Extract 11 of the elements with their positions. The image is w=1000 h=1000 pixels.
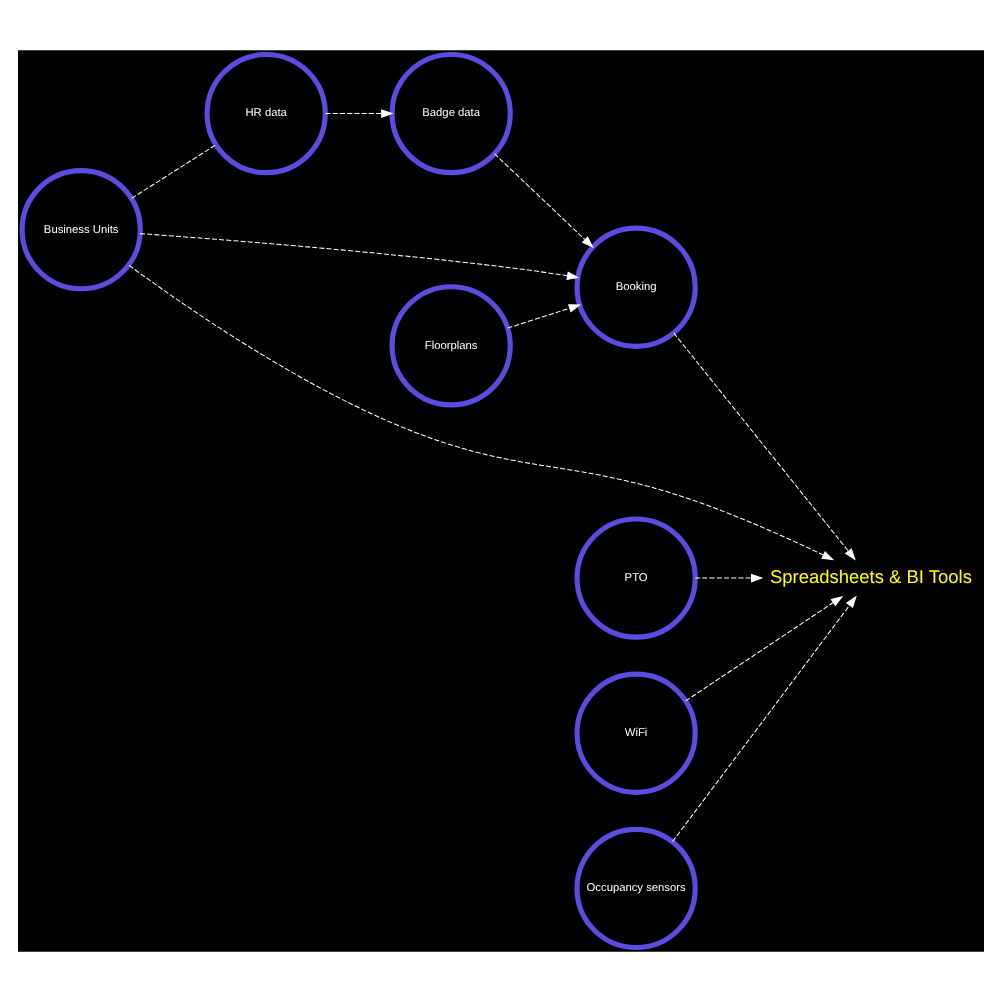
arrow xyxy=(324,108,393,117)
arrow xyxy=(693,572,763,582)
arrow xyxy=(671,594,856,842)
arrow xyxy=(127,263,834,560)
arrow xyxy=(506,303,581,328)
arrow xyxy=(138,232,579,280)
arrow xyxy=(684,594,843,701)
connector xyxy=(130,143,216,198)
node-text: Spreadsheets & BI Tools xyxy=(768,565,971,586)
arrow xyxy=(672,331,855,560)
arrow xyxy=(493,152,593,247)
